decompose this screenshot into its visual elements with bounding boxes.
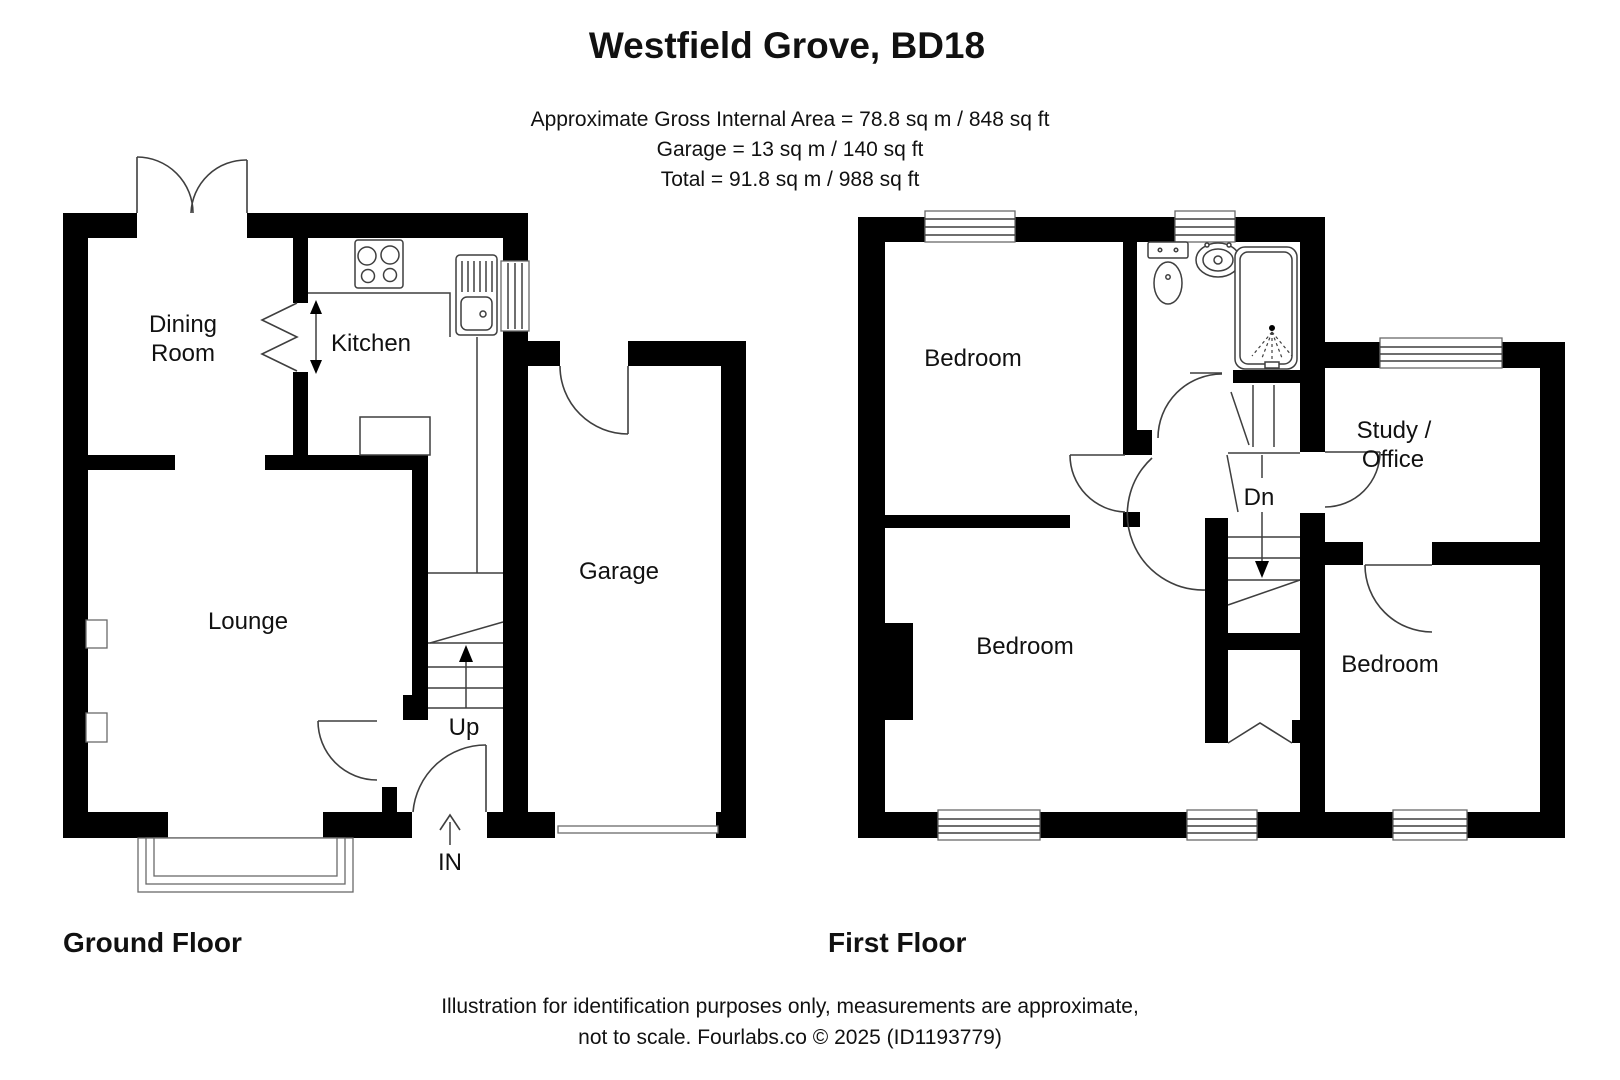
area-line-2: Garage = 13 sq m / 140 sq ft (657, 138, 924, 161)
stairs-down-label: Dn (1244, 484, 1275, 511)
study-door (1324, 451, 1381, 508)
first-floor-title: First Floor (828, 927, 967, 958)
lounge-label: Lounge (208, 608, 288, 635)
bath-icon (1234, 246, 1298, 370)
disclaimer-line1: Illustration for identification purposes… (441, 995, 1139, 1018)
area-line-1: Approximate Gross Internal Area = 78.8 s… (531, 108, 1050, 131)
ground-floor-title: Ground Floor (63, 927, 242, 958)
ground-floor-walls (63, 213, 746, 838)
bedroom-back-window-right (1186, 809, 1258, 841)
bedroom-back-label: Bedroom (976, 633, 1073, 660)
header: Westfield Grove, BD18 Approximate Gross … (531, 25, 1050, 191)
kitchen-window (500, 260, 530, 332)
french-doors (136, 156, 248, 214)
dining-room-label-line2: Room (151, 340, 215, 367)
bedroom-front-label: Bedroom (924, 345, 1021, 372)
footer: Illustration for identification purposes… (441, 995, 1139, 1049)
lounge-wall-recess-top (85, 619, 108, 649)
bedroom-front-door (1126, 457, 1206, 591)
disclaimer-line2: not to scale. Fourlabs.co © 2025 (ID1193… (578, 1026, 1002, 1049)
sink-icon (455, 254, 498, 336)
bedroom-side-label: Bedroom (1341, 651, 1438, 678)
dining-room-label-line1: Dining (149, 311, 217, 338)
first-floor-windows (924, 210, 1503, 841)
kitchen-label: Kitchen (331, 330, 411, 357)
garage-door (557, 825, 719, 834)
bedroom-side-window (1392, 809, 1468, 841)
page-title: Westfield Grove, BD18 (589, 25, 985, 66)
entrance-door (412, 744, 487, 813)
bedroom-back-window-left (937, 809, 1041, 841)
kitchen-counter (308, 292, 478, 573)
bedroom-back-door (1069, 454, 1126, 513)
stairs-up: Up (428, 572, 504, 744)
hob-icon (354, 239, 404, 289)
first-floor-walls (858, 217, 1565, 838)
bifold-door (260, 300, 322, 374)
first-floor-plan: Dn Bedroom Bedroom Bedroom Study / Offic… (828, 210, 1565, 958)
study-label-line1: Study / (1357, 417, 1432, 444)
stairs-up-label: Up (449, 714, 480, 741)
bay-window (137, 837, 354, 893)
lounge-door (317, 720, 378, 781)
stairs-down: Dn (1226, 385, 1301, 606)
garage-pedestrian-door (559, 365, 629, 435)
cupboard-door (1227, 722, 1293, 744)
ground-floor-plan: Up IN Dining Room Kitchen Lounge Garage (63, 156, 746, 958)
area-line-3: Total = 91.8 sq m / 988 sq ft (661, 168, 920, 191)
basin-icon (1195, 242, 1241, 278)
bedroom-front-window (924, 210, 1016, 243)
study-window (1379, 337, 1503, 369)
study-label-line2: Office (1362, 446, 1424, 473)
garage-label: Garage (579, 558, 659, 585)
bathroom-door (1157, 372, 1223, 439)
entrance-arrow-icon: IN (436, 813, 465, 879)
toilet-icon (1147, 241, 1189, 305)
entrance-label: IN (438, 849, 462, 876)
bathroom-window (1174, 210, 1236, 243)
lounge-wall-recess-bottom (85, 712, 108, 743)
bedroom-side-door (1364, 564, 1433, 633)
